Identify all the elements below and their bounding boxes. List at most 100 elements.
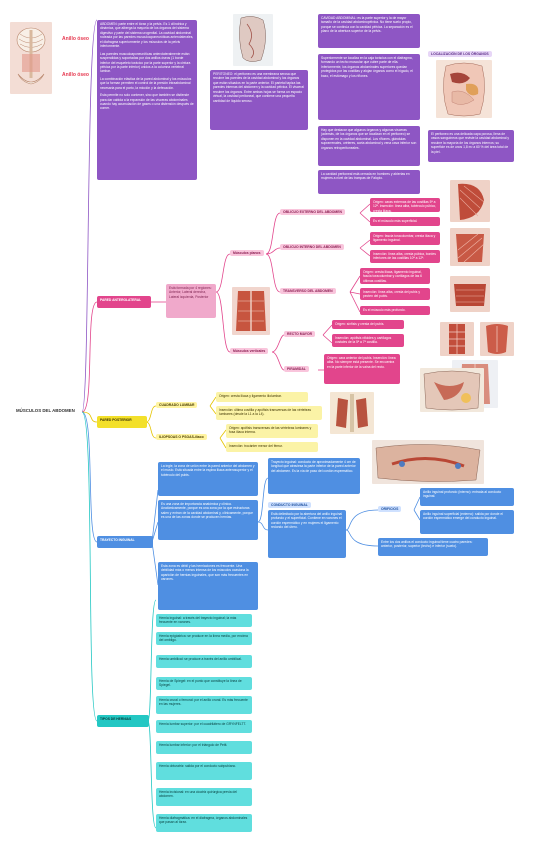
rectus-side-icon bbox=[486, 324, 508, 354]
wire-psoas-items bbox=[219, 429, 227, 449]
hernia-item-2: Hernia epigástrica: se produce en la lín… bbox=[156, 632, 252, 645]
hernia-item-5: Hernia crural o femoral: por el anillo c… bbox=[156, 696, 252, 714]
trayecto-inguinal-node: TRAYECTO INGUINAL bbox=[97, 536, 153, 548]
orificios-item-1: Anillo inguinal profundo (interno): entr… bbox=[420, 488, 514, 506]
inguinal-item-2: Es una zona de importancia anatómica y c… bbox=[158, 500, 258, 540]
psoas-item-1: Origen: apófisis transversas de las vért… bbox=[226, 424, 318, 438]
hernia-item-7: Hernia lumbar inferior: por el triángulo… bbox=[156, 741, 252, 754]
organs-illustration bbox=[436, 60, 492, 118]
wire-trunk-top bbox=[81, 19, 98, 413]
recto-mayor-item-2: Inserción: apófisis xifoides y cartílago… bbox=[332, 334, 404, 347]
organos-text: El peritoneo es una delicada capa porosa… bbox=[428, 130, 514, 162]
piramidal-item-1: Origen: cara anterior del pubis. Inserci… bbox=[324, 354, 400, 384]
intro-block: ABDOMEN: parte entre el tórax y la pelvi… bbox=[97, 20, 197, 180]
pared-posterior-node: PARED POSTERIOR bbox=[97, 416, 147, 428]
cavidad-block-3: Hay que destacar que algunos órganos y a… bbox=[318, 126, 420, 166]
peritoneum-section-icon bbox=[239, 16, 266, 62]
posterior-wall-picture bbox=[330, 392, 374, 434]
peritoneo-block: PERITONEO: el peritoneo es una membrana … bbox=[210, 70, 308, 130]
hernia-item-10: Hernia diafragmática: en el diafragma, ó… bbox=[156, 814, 252, 832]
organos-label: LOCALIZACIÓN DE LOS ÓRGANOS bbox=[428, 51, 492, 57]
oblicuo-interno-label: OBLICUO INTERNO DEL ABDOMEN bbox=[280, 244, 344, 250]
wire-planos-int bbox=[265, 247, 281, 255]
transverso-item-3: Es el músculo más profundo. bbox=[360, 306, 430, 315]
transversus-icon bbox=[454, 284, 486, 306]
orificios-item-2: Anillo inguinal superficial (externo): s… bbox=[420, 510, 514, 534]
oblicuo-interno-item-2: Inserción: línea alba, cresta púbica, bo… bbox=[370, 250, 440, 263]
wire-conducto-orif bbox=[345, 509, 379, 547]
wire-ing-items bbox=[151, 489, 159, 586]
wire-root-posterior bbox=[81, 411, 98, 423]
intro-paredes: Las paredes musculoaponeuróticas anterol… bbox=[100, 51, 191, 74]
inguinal-text-a: Trayecto inguinal: conducto de aproximad… bbox=[268, 458, 360, 494]
transversus-picture bbox=[450, 276, 490, 312]
wire-recto-items bbox=[322, 324, 333, 344]
oblique-muscle-picture bbox=[450, 180, 490, 222]
abdominal-organs-icon bbox=[443, 62, 485, 117]
wire-post-cuad bbox=[145, 405, 157, 423]
wire-ext-items bbox=[359, 203, 371, 223]
wire-ing-right bbox=[257, 477, 269, 531]
oblicuo-externo-item-1: Origen: caras externas de las costillas … bbox=[370, 198, 440, 212]
intro-distension: Esta permite no solo contener, sino que … bbox=[100, 93, 194, 111]
wire-int-items bbox=[359, 239, 371, 257]
psoas-label: ILIOPSOAS O PSOAS-ilíaco bbox=[156, 434, 207, 440]
musculos-planos-label: Músculos planos bbox=[230, 250, 264, 256]
tipos-hernias-node: TIPOS DE HERNIAS bbox=[97, 715, 149, 727]
recto-mayor-label: RECTO MAYOR bbox=[284, 331, 316, 337]
cuadrado-item-1: Origen: cresta ilíaca y ligamento iliolu… bbox=[216, 392, 308, 402]
hernia-item-1: Hernia inguinal: a través del trayecto i… bbox=[156, 614, 252, 627]
cavidad-block-2: Superiormente se localiza en la caja tor… bbox=[318, 54, 420, 120]
hernia-cross-section-picture bbox=[420, 368, 484, 412]
oblique-muscle-icon bbox=[458, 183, 485, 220]
posterior-wall-icon bbox=[336, 394, 368, 432]
cavidad-block-4: La cavidad peritoneal está cerrada en ho… bbox=[318, 170, 420, 194]
abdominal-muscles-icon bbox=[236, 291, 266, 331]
inguinal-canal-picture bbox=[372, 440, 484, 484]
ribcage-pelvis-icon bbox=[16, 27, 46, 85]
intro-combinacion: La combinación elástica de la pared abdo… bbox=[100, 76, 192, 90]
musculos-verticales-label: Músculos verticales bbox=[230, 348, 269, 354]
wire-planos-trans bbox=[265, 253, 281, 293]
internal-oblique-picture bbox=[450, 228, 490, 266]
wire-regiones-verticales bbox=[215, 291, 231, 353]
rectus-side-picture bbox=[480, 322, 514, 356]
inguinal-item-1: La ingle, la zona de unión entre la pare… bbox=[158, 462, 258, 496]
rectus-picture bbox=[440, 322, 474, 356]
ring-label-upper: Anillo óseo bbox=[62, 36, 89, 42]
cavidad-block-1: CAVIDAD ABDOMINAL: es la parte superior … bbox=[318, 14, 420, 48]
intro-abdomen: ABDOMEN: parte entre el tórax y la pelvi… bbox=[100, 22, 194, 49]
hernia-item-6: Hernia lumbar superior: por el cuadrilát… bbox=[156, 720, 252, 733]
internal-oblique-icon bbox=[456, 233, 485, 263]
inguinal-canal-icon bbox=[375, 444, 481, 482]
recto-mayor-item-1: Origen: sínfisis y cresta del pubis. bbox=[332, 320, 404, 329]
cuadrado-lumbar-label: CUADRADO LUMBAR bbox=[156, 402, 198, 408]
peritoneum-illustration bbox=[233, 14, 273, 66]
hernia-item-3: Hernia umbilical: se produce a través de… bbox=[156, 655, 252, 668]
wire-root-hernias bbox=[81, 411, 98, 722]
muscles-figure bbox=[232, 287, 270, 335]
regiones-node: Está formada por 4 regiones: Anterior, L… bbox=[166, 284, 216, 318]
transverso-item-1: Origen: cresta ilíaca, ligamento inguina… bbox=[360, 268, 430, 284]
wire-vert-pira bbox=[271, 351, 285, 371]
wire-cuad-items bbox=[209, 396, 217, 415]
conducto-inguinal-text: Está delimitado por la abertura del anil… bbox=[268, 510, 346, 558]
wire-orif-items bbox=[413, 496, 421, 521]
hernia-item-9: Hernia incisional: en una cicatriz quirú… bbox=[156, 788, 252, 806]
ring-label-lower: Anillo óseo bbox=[62, 72, 89, 78]
transverso-item-2: Inserción: línea alba, cresta del pubis … bbox=[360, 288, 430, 300]
wire-hernias bbox=[147, 599, 157, 829]
rectus-icon bbox=[449, 324, 465, 354]
wire-planos-ext bbox=[265, 212, 281, 255]
wire-trans-items bbox=[349, 275, 361, 313]
wire-post-psoas bbox=[145, 421, 157, 439]
conducto-inguinal-label: CONDUCTO INGUINAL bbox=[268, 502, 311, 508]
wire-root-pared-ant bbox=[81, 301, 98, 413]
hernia-section-icon bbox=[423, 370, 481, 411]
oblicuo-externo-label: OBLICUO EXTERNO DEL ABDOMEN bbox=[280, 209, 345, 215]
hernia-item-4: Hernia de Spiegel: en el punto que const… bbox=[156, 677, 252, 690]
oblicuo-interno-item-1: Origen: fascia toracolumbar, cresta ilía… bbox=[370, 232, 440, 245]
wire-root-inguinal bbox=[81, 411, 98, 543]
hernia-item-8: Hernia obturatriz: salida por el conduct… bbox=[156, 762, 252, 780]
